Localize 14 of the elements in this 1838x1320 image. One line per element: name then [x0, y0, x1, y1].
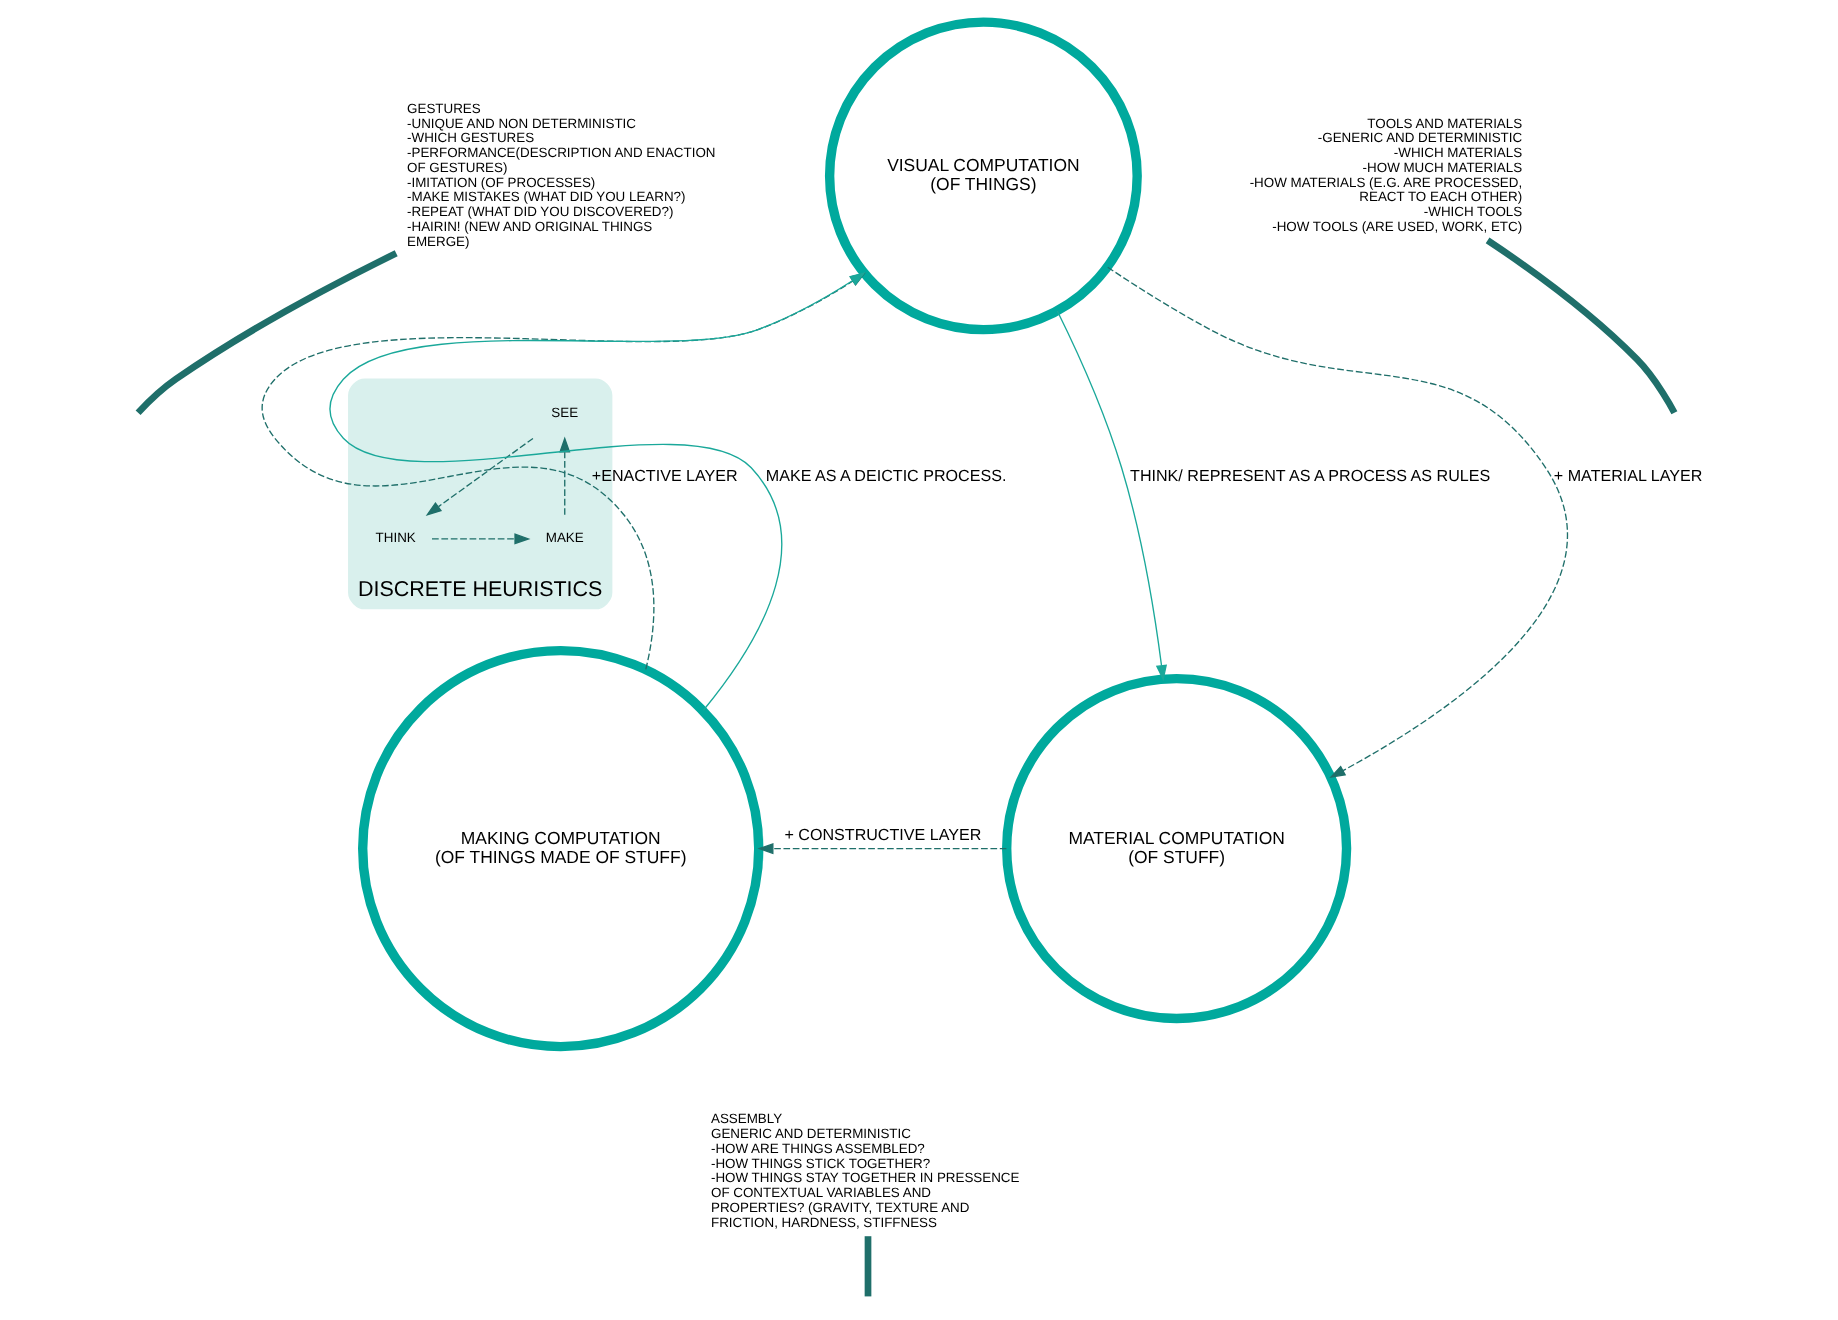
- connector: [1484, 237, 1677, 415]
- connector: [134, 250, 397, 416]
- arrow: [1055, 310, 1167, 682]
- connector: [863, 1236, 871, 1297]
- arrow: [328, 272, 865, 711]
- arrow: [424, 437, 533, 516]
- arrow: [430, 533, 530, 545]
- arrow: [756, 842, 1007, 855]
- arrow: [260, 272, 865, 670]
- arrow: [558, 436, 570, 516]
- node-circle: VISUAL COMPUTATION (OF THINGS): [823, 17, 1141, 335]
- arrow: [1106, 266, 1567, 779]
- node-circle: MATERIAL COMPUTATION (OF STUFF): [1001, 673, 1351, 1024]
- node-circle: MAKING COMPUTATION (OF THINGS MADE OF STUFF): [357, 645, 763, 1052]
